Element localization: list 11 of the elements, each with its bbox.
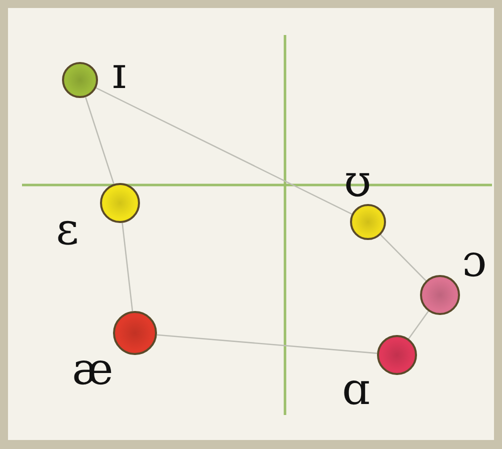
phonetic-symbol: ɪ [112,52,126,96]
connector-line [122,222,134,312]
phonetic-symbol: æ [72,348,114,392]
connector-line [156,334,378,354]
phonetic-symbol: ɑ [342,368,370,412]
connector-line [380,234,426,282]
phonetic-symbol: ɛ [56,208,79,252]
phonetic-symbol: ɔ [462,240,487,284]
connector-line [84,96,114,184]
connector-line [96,87,352,215]
connector-line [408,310,429,340]
